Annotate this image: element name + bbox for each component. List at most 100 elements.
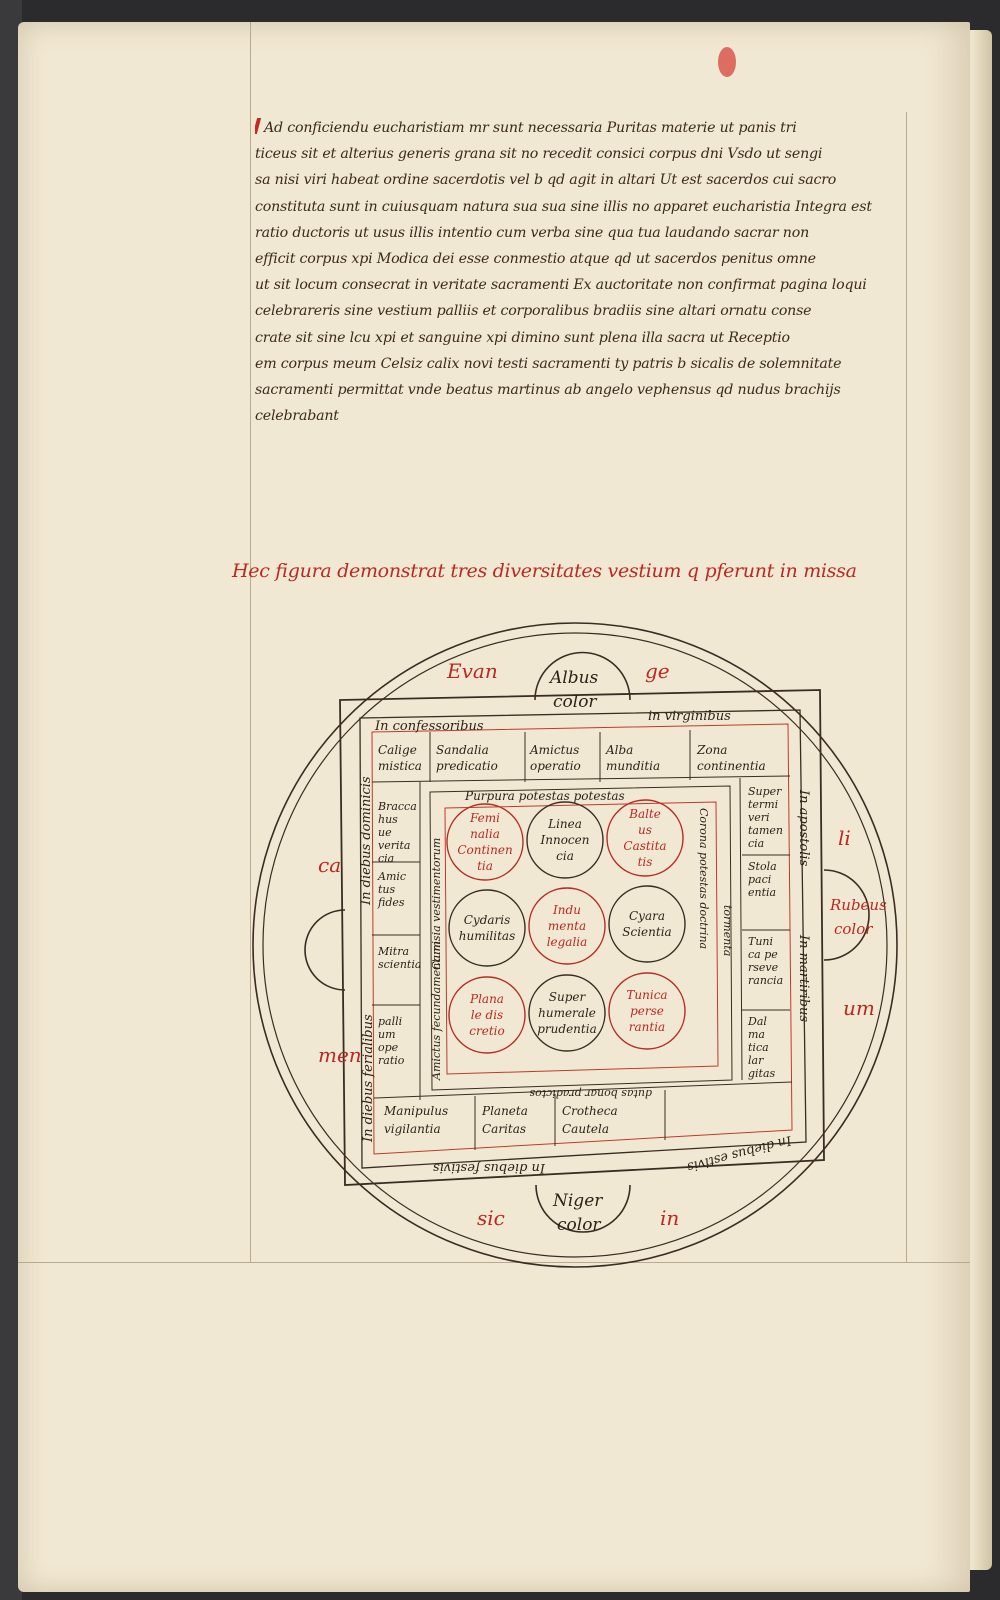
band-label-martiribus: In martiribus (796, 934, 811, 1022)
left-cell-text: ue (378, 826, 392, 839)
inner-label-purpura: Purpura potestas potestas (464, 789, 625, 803)
right-cell-text: rseve (748, 961, 779, 974)
virtue-circle-text: legalia (547, 935, 588, 949)
right-cell-text: paci (748, 873, 771, 886)
virtue-circle-text: humerale (538, 1006, 596, 1020)
bottom-cell-text: Cautela (562, 1122, 609, 1136)
gate-bottom-line2: color (557, 1215, 601, 1235)
band-label-apostolis: In apostolis (796, 789, 811, 867)
inner-label-bottom: dutas bonar pradictos (529, 1087, 652, 1100)
virtue-circle (528, 887, 606, 965)
right-cell-text: lar (748, 1054, 764, 1067)
top-cell-text: munditia (606, 759, 660, 773)
virtue-circle (448, 889, 526, 967)
ring-label-in: in (660, 1206, 679, 1230)
virtue-circle-text: Super (549, 990, 587, 1004)
ruling-line-bottom (18, 1262, 970, 1263)
bottom-cell-text: Manipulus (383, 1104, 448, 1118)
bottom-cell-text: Crotheca (562, 1104, 618, 1118)
virtue-circle-text: Femi (469, 811, 500, 825)
virtue-circle-text: Continen (457, 843, 512, 857)
text-line: ratio ductoris ut usus illis intentio cu… (255, 224, 810, 241)
text-line: Ad conficiendu eucharistiam mr sunt nece… (255, 115, 915, 141)
inner-label-left: Camisia vestimentorum (430, 838, 443, 970)
left-cell-text: scientia (378, 958, 421, 971)
virtue-circle (526, 801, 604, 879)
virtue-circle-text: cretio (469, 1024, 504, 1038)
left-cell-text: hus (378, 813, 398, 826)
ring-label-men: men (318, 1043, 362, 1067)
band-label-festivis: In diebus festivis (433, 1160, 546, 1175)
band-label-estivis: In diebus estivis (685, 1132, 794, 1175)
right-cell-text: tamen (748, 824, 783, 837)
left-cell-text: ratio (378, 1054, 405, 1067)
virtue-circle (446, 803, 524, 881)
inner-label-right-b: tormenta (721, 905, 734, 956)
outer-square-inner (359, 709, 807, 1169)
text-line: constituta sunt in cuiusquam natura sua … (255, 198, 872, 215)
band-label-dominicis: In diebus dominicis (359, 776, 374, 906)
grid-line (739, 777, 743, 1081)
inner-label-left-b: Amictus fecundamentum (430, 941, 443, 1081)
virtue-circle-text: humilitas (459, 929, 515, 943)
top-cell-text: Alba (605, 743, 633, 757)
virtue-circle-text: Plana (469, 992, 504, 1006)
left-cell-text: Amic (377, 870, 406, 883)
gate-right-line2: color (834, 920, 873, 938)
virtue-circle-text: nalia (470, 827, 500, 841)
gate-right-line1: Rubeus (829, 896, 887, 914)
left-cell-text: Mitra (377, 945, 409, 958)
virtue-circle-text: prudentia (537, 1022, 596, 1036)
left-cell-text: palli (378, 1015, 402, 1028)
text-line: sacramenti permittat vnde beatus martinu… (255, 382, 841, 399)
band-label-ferialibus: In diebus ferialibus (361, 1014, 376, 1143)
ring-label-evan: Evan (446, 659, 498, 683)
red-ruled-square (371, 723, 793, 1155)
left-cell-text: tus (378, 883, 396, 896)
right-cell-text: tica (748, 1041, 769, 1054)
ring-label-um: um (843, 996, 875, 1020)
virtue-circle-text: perse (630, 1004, 664, 1018)
virtue-circle (608, 885, 686, 963)
gate-bottom-line1: Niger (552, 1191, 603, 1211)
grid-line (373, 1081, 793, 1099)
grid-line (371, 775, 791, 783)
right-cell-text: ca pe (748, 948, 778, 961)
gate-top-line1: Albus (548, 668, 599, 688)
left-cell-text: verita (378, 839, 410, 852)
virtue-circle (448, 976, 526, 1054)
ring-label-sic: sic (477, 1206, 505, 1230)
ruling-line-right (906, 112, 907, 1262)
virtue-circle-text: Cydaris (464, 913, 511, 927)
bottom-cell-text: Planeta (481, 1104, 528, 1118)
text-line: sa nisi viri habeat ordine sacerdotis ve… (255, 172, 837, 189)
right-cell-text: ma (748, 1028, 765, 1041)
virtue-circle-text: Tunica (626, 988, 667, 1002)
gate-top-arc (534, 651, 631, 701)
right-cell-text: cia (748, 837, 764, 850)
ring-label-ca: ca (318, 853, 341, 877)
right-cell-text: termi (748, 798, 778, 811)
outer-square (339, 689, 825, 1186)
inner-label-right-a: Corona potestas doctrina (697, 808, 710, 949)
text-line: efficit corpus xpi Modica dei esse conme… (255, 251, 816, 268)
text-line: ticeus sit et alterius generis grana sit… (255, 146, 823, 163)
virtue-circle (528, 974, 606, 1052)
left-cell-text: cia (378, 852, 394, 865)
gate-top-line2: color (553, 692, 597, 712)
left-cell-text: fides (377, 896, 405, 909)
virtue-circle-text: Scientia (622, 925, 671, 939)
ring-label-ge: ge (645, 659, 670, 683)
top-cell-text: Amictus (529, 743, 579, 757)
virtue-circle (608, 972, 686, 1050)
top-cell-text: predicatio (436, 759, 498, 773)
top-cell-text: Zona (696, 743, 727, 757)
virtue-circle-text: rantia (629, 1020, 665, 1034)
left-cell-text: Bracca (377, 800, 417, 813)
cell-labels: CaligemisticaSandaliapredicatioAmictusop… (377, 743, 783, 1136)
virtue-circle-text: us (638, 823, 652, 837)
inner-red-square (444, 801, 719, 1075)
virtue-circle-text: Indu (552, 903, 581, 917)
bottom-cell-text: vigilantia (384, 1122, 441, 1136)
